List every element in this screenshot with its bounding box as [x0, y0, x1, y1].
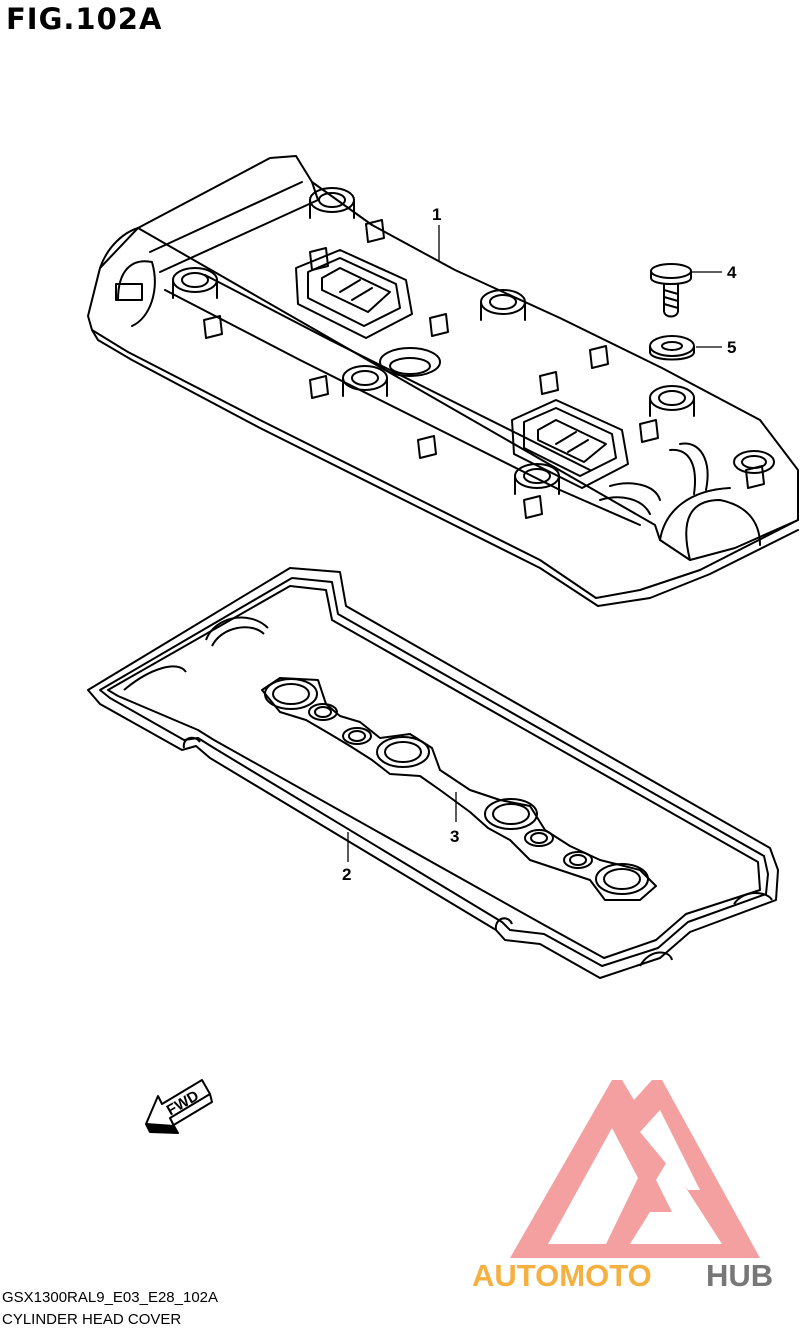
fwd-arrow-icon	[145, 1079, 213, 1134]
automotohub-logo: AUTOMOTO HUB	[472, 1080, 773, 1293]
callout-5: 5	[727, 338, 736, 357]
figure-title: FIG.102A	[6, 2, 163, 36]
callout-2: 2	[342, 865, 351, 884]
figure-name: CYLINDER HEAD COVER	[2, 1311, 182, 1328]
part-bolt	[650, 263, 692, 318]
logo-text-hub: HUB	[706, 1258, 773, 1293]
logo-text-automoto: AUTOMOTO	[472, 1258, 652, 1293]
part-plug-hole-gasket	[261, 677, 657, 901]
part-cylinder-head-cover	[87, 155, 799, 607]
figure-code: GSX1300RAL9_E03_E28_102A	[2, 1289, 219, 1306]
callout-3: 3	[450, 827, 459, 846]
leader-lines	[347, 225, 722, 862]
part-washer	[649, 335, 695, 361]
part-cover-gasket	[87, 567, 779, 979]
callout-4: 4	[727, 263, 737, 282]
callout-1: 1	[432, 205, 441, 224]
